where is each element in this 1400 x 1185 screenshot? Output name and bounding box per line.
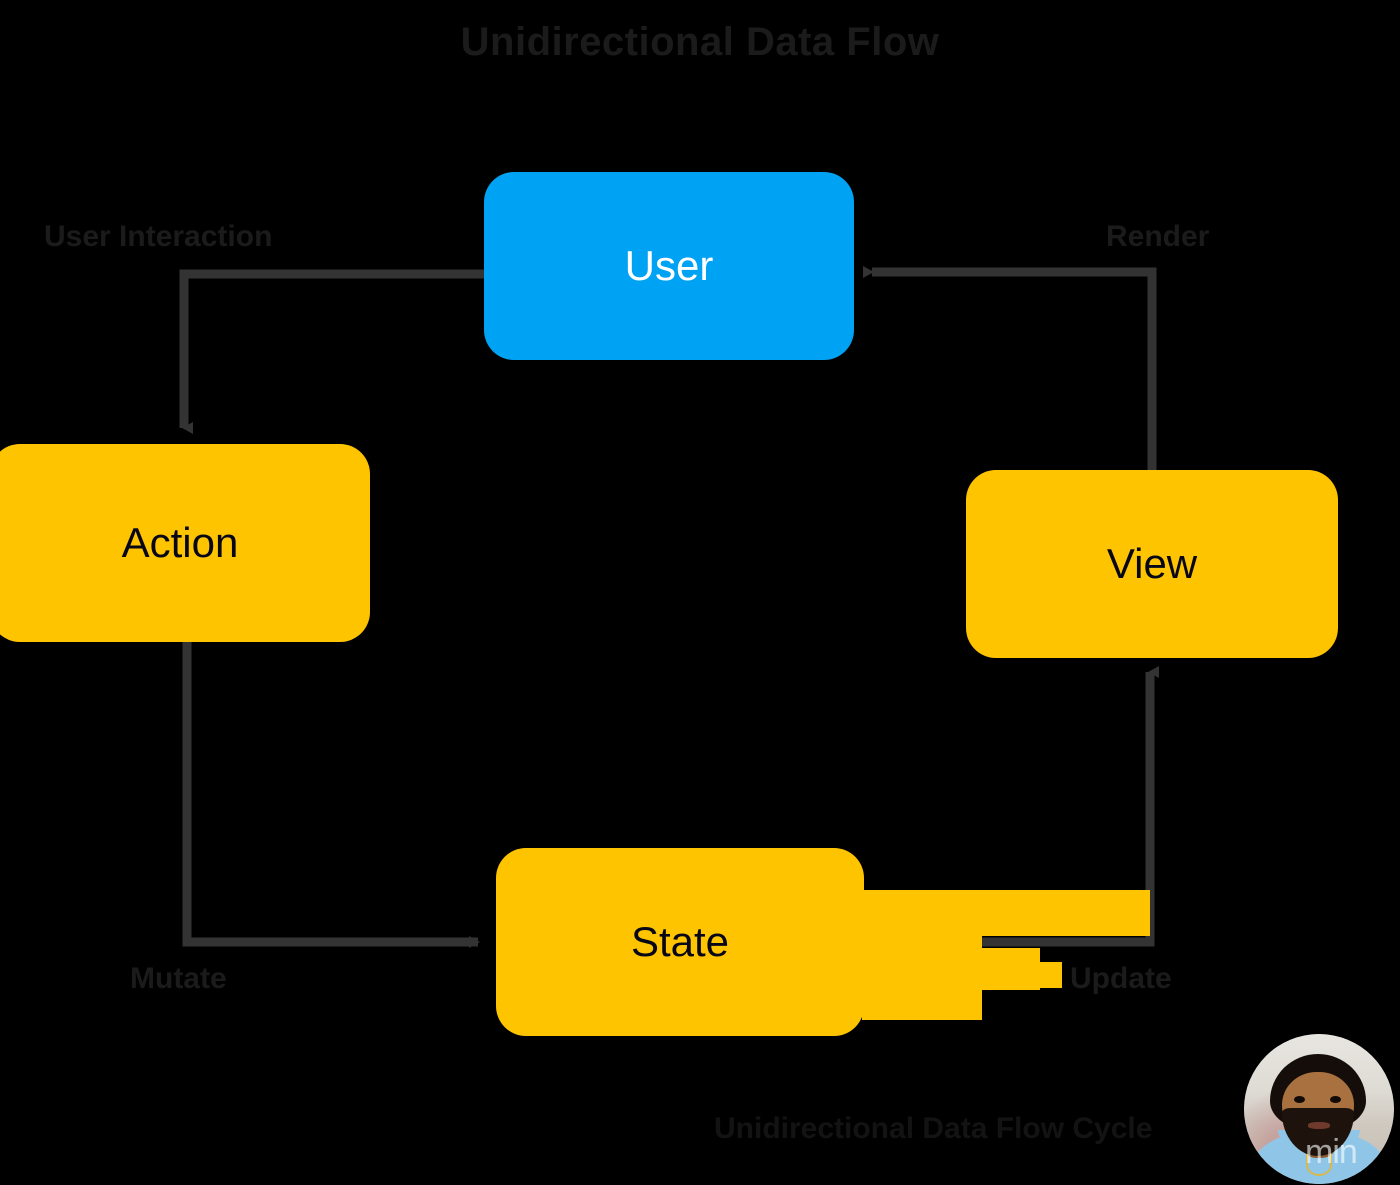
node-view[interactable]: View bbox=[966, 470, 1338, 658]
edge-label-render: Render bbox=[1106, 220, 1210, 253]
render-artifact bbox=[860, 948, 1040, 990]
node-user-label: User bbox=[624, 242, 714, 289]
edge-label-user-interaction: User Interaction bbox=[44, 220, 273, 253]
edge-state-view bbox=[864, 666, 1159, 947]
edge-label-update: Update bbox=[1070, 962, 1172, 995]
node-view-label: View bbox=[1106, 540, 1198, 587]
node-user[interactable]: User bbox=[484, 172, 854, 360]
node-state[interactable]: State bbox=[496, 848, 864, 1036]
edge-view-user bbox=[863, 266, 1157, 470]
avatar bbox=[1244, 1034, 1394, 1184]
avatar-eye-left bbox=[1294, 1096, 1305, 1103]
avatar-mouth bbox=[1308, 1122, 1330, 1129]
diagram-title: Unidirectional Data Flow bbox=[460, 20, 940, 64]
diagram-caption: Unidirectional Data Flow Cycle bbox=[714, 1112, 1153, 1145]
avatar-photo bbox=[1244, 1034, 1394, 1184]
node-action[interactable]: Action bbox=[0, 444, 370, 642]
avatar-chain bbox=[1306, 1154, 1332, 1176]
render-artifact bbox=[862, 910, 982, 1020]
render-artifact bbox=[860, 890, 1150, 936]
edge-action-state bbox=[182, 642, 480, 948]
node-state-label: State bbox=[630, 918, 730, 965]
avatar-eye-right bbox=[1330, 1096, 1341, 1103]
node-action-label: Action bbox=[121, 519, 239, 566]
render-artifact bbox=[1040, 962, 1062, 988]
edge-user-action bbox=[179, 269, 484, 434]
edge-label-mutate: Mutate bbox=[130, 962, 227, 995]
